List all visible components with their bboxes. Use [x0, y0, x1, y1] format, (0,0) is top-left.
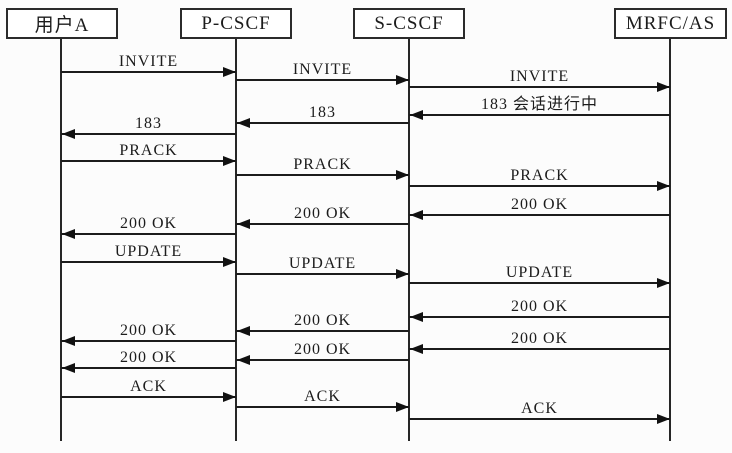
message-line [409, 348, 670, 350]
message-label: 200 OK [293, 205, 352, 222]
arrowhead-left-icon [62, 336, 75, 346]
actor-label-mrfc-as: MRFC/AS [625, 12, 716, 34]
message-line [61, 396, 236, 398]
message-label: ACK [304, 388, 341, 405]
message-label: PRACK [293, 156, 352, 173]
message-line [61, 233, 236, 235]
arrowhead-right-icon [657, 278, 670, 288]
message-line [409, 114, 670, 116]
message-line [61, 160, 236, 162]
message-label: 200 OK [119, 349, 178, 366]
message-label: 200 OK [510, 196, 569, 213]
message-line [61, 133, 236, 135]
message-line [236, 79, 409, 81]
arrowhead-right-icon [223, 156, 236, 166]
arrowhead-right-icon [396, 402, 409, 412]
lifeline-p-cscf [235, 39, 237, 441]
actor-box-mrfc-as: MRFC/AS [614, 8, 727, 39]
message-line [236, 330, 409, 332]
message-line [409, 214, 670, 216]
arrowhead-right-icon [396, 170, 409, 180]
message-label: 183 会话进行中 [480, 96, 598, 113]
message-line [61, 261, 236, 263]
arrowhead-left-icon [62, 129, 75, 139]
message-label: UPDATE [114, 243, 183, 260]
arrowhead-right-icon [657, 82, 670, 92]
message-label: 200 OK [510, 330, 569, 347]
message-line [409, 316, 670, 318]
message-label: 200 OK [119, 215, 178, 232]
actor-label-p-cscf: P-CSCF [201, 12, 271, 34]
message-line [409, 185, 670, 187]
message-line [236, 359, 409, 361]
message-label: 183 [135, 115, 162, 132]
message-label: INVITE [292, 61, 353, 78]
lifeline-user-a [60, 39, 62, 441]
arrowhead-left-icon [410, 110, 423, 120]
arrowhead-right-icon [223, 67, 236, 77]
message-label: 200 OK [293, 341, 352, 358]
message-label: INVITE [509, 68, 570, 85]
arrowhead-right-icon [396, 75, 409, 85]
message-line [236, 174, 409, 176]
message-line [61, 71, 236, 73]
message-line [236, 273, 409, 275]
message-line [409, 86, 670, 88]
arrowhead-left-icon [410, 312, 423, 322]
message-label: 200 OK [510, 298, 569, 315]
message-label: 200 OK [119, 322, 178, 339]
message-label: PRACK [510, 167, 569, 184]
message-label: UPDATE [505, 264, 574, 281]
arrowhead-left-icon [62, 363, 75, 373]
message-label: 200 OK [293, 312, 352, 329]
arrowhead-left-icon [237, 219, 250, 229]
message-label: UPDATE [288, 255, 357, 272]
arrowhead-left-icon [237, 355, 250, 365]
arrowhead-right-icon [396, 269, 409, 279]
actor-label-user-a: 用户A [34, 15, 90, 36]
message-label: PRACK [119, 142, 178, 159]
arrowhead-left-icon [237, 118, 250, 128]
message-line [236, 406, 409, 408]
arrowhead-right-icon [657, 414, 670, 424]
lifeline-s-cscf [408, 39, 410, 441]
message-label: 183 [309, 104, 336, 121]
actor-box-user-a: 用户A [6, 8, 118, 39]
message-line [236, 223, 409, 225]
lifeline-mrfc-as [669, 39, 671, 441]
actor-label-s-cscf: S-CSCF [374, 12, 444, 34]
message-line [409, 282, 670, 284]
message-line [236, 122, 409, 124]
actor-box-p-cscf: P-CSCF [180, 8, 292, 39]
arrowhead-left-icon [62, 229, 75, 239]
actor-box-s-cscf: S-CSCF [353, 8, 465, 39]
message-line [61, 340, 236, 342]
arrowhead-left-icon [237, 326, 250, 336]
arrowhead-left-icon [410, 210, 423, 220]
arrowhead-right-icon [657, 181, 670, 191]
message-label: INVITE [118, 53, 179, 70]
arrowhead-left-icon [410, 344, 423, 354]
message-line [409, 418, 670, 420]
arrowhead-right-icon [223, 257, 236, 267]
arrowhead-right-icon [223, 392, 236, 402]
message-line [61, 367, 236, 369]
message-label: ACK [130, 378, 167, 395]
message-label: ACK [521, 400, 558, 417]
